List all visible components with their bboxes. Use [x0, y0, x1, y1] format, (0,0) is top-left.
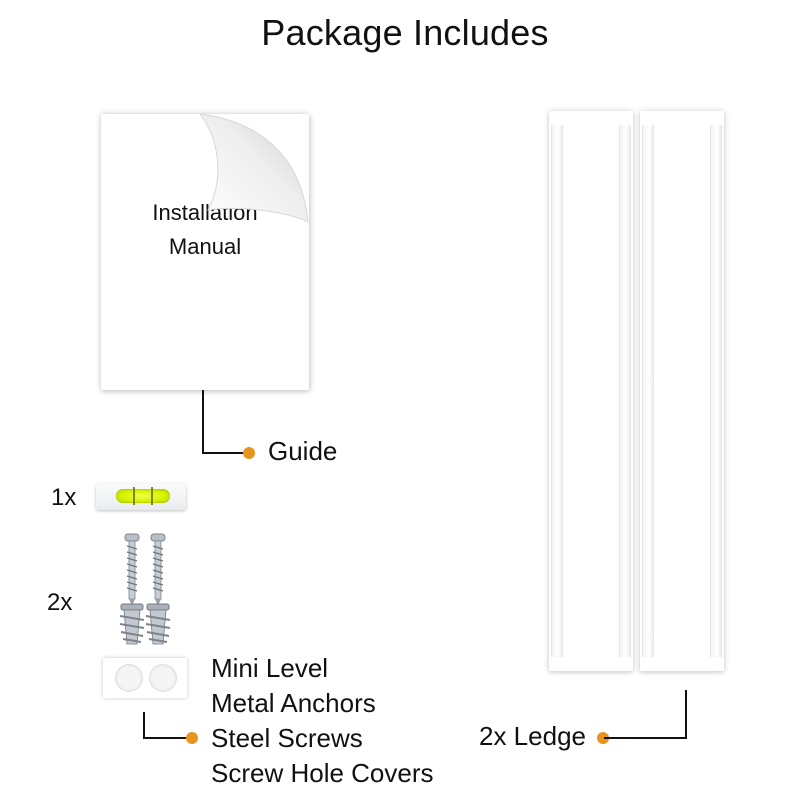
mini-level-image — [96, 484, 186, 510]
guide-label: Guide — [268, 436, 338, 466]
level-mark-right — [151, 487, 153, 505]
ledge-label: 2x Ledge — [479, 721, 586, 751]
steel-screw-icon-2 — [150, 533, 166, 606]
hardware-callout-line-horizontal — [143, 737, 189, 739]
ledge-lip — [710, 125, 722, 657]
level-mark-left — [133, 487, 135, 505]
ledge-callout-line-vertical — [685, 690, 687, 739]
metal-anchor-icon — [119, 603, 145, 645]
hardware-list: Mini Level Metal Anchors Steel Screws Sc… — [211, 651, 434, 791]
ledge-lip — [642, 125, 654, 657]
hardware-callout-line-vertical — [143, 712, 145, 739]
hardware-quantity: 2x — [47, 589, 73, 616]
ledge-callout-line-horizontal — [604, 737, 687, 739]
metal-anchor-icon-2 — [145, 603, 171, 645]
ledge-image-right — [640, 111, 724, 671]
ledge-lip — [619, 125, 631, 657]
screws-and-anchors-image — [119, 533, 171, 645]
steel-screw-icon — [124, 533, 140, 606]
list-item-metal-anchors: Metal Anchors — [211, 688, 376, 718]
hardware-callout-dot — [186, 732, 198, 744]
screw-hole-covers-image — [103, 658, 187, 698]
guide-callout-dot — [243, 447, 255, 459]
list-item-mini-level: Mini Level — [211, 653, 329, 683]
list-item-steel-screws: Steel Screws — [211, 723, 363, 753]
list-item-screw-hole-covers: Screw Hole Covers — [211, 758, 434, 788]
ledge-image-left — [549, 111, 633, 671]
level-quantity: 1x — [51, 484, 77, 511]
ledge-callout-dot — [597, 732, 609, 744]
installation-manual-image: Installation Manual — [101, 113, 309, 390]
guide-callout-line-horizontal — [202, 452, 248, 454]
hole-cover-left — [115, 664, 143, 692]
page-title: Package Includes — [261, 12, 549, 53]
manual-title-line2: Manual — [168, 234, 242, 259]
page-curl-icon — [198, 113, 309, 223]
hole-cover-right — [149, 664, 177, 692]
ledge-lip — [551, 125, 563, 657]
guide-callout-line-vertical — [202, 390, 204, 454]
level-vial — [116, 489, 170, 503]
